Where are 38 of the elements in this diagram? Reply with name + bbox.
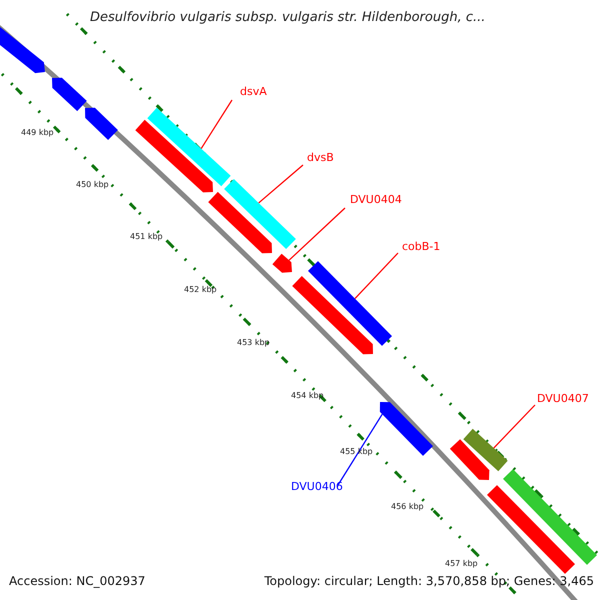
genome-info-text: Topology: circular; Length: 3,570,858 bp; Genes: 3,465 (264, 575, 595, 587)
scale-label: 452 kbp (184, 286, 217, 294)
gene-feature (208, 192, 272, 254)
scale-label: 454 kbp (291, 392, 324, 400)
scale-label: 453 kbp (237, 339, 270, 347)
scale-label: 450 kbp (76, 181, 109, 189)
title: Desulfovibrio vulgaris subsp. vulgaris str. Hildenborough, c... (90, 11, 486, 24)
leader-line (338, 414, 383, 486)
gene-feature (85, 108, 118, 140)
gene-label: DVU0406 (291, 481, 343, 492)
gene-feature (292, 276, 373, 354)
leader-line (493, 404, 536, 448)
gene-feature (380, 402, 433, 456)
leader-line (288, 208, 346, 261)
gene-feature (487, 485, 575, 574)
gene-label: DVU0404 (350, 194, 402, 205)
gene-feature (272, 254, 292, 273)
gene-label: dvsB (307, 152, 334, 163)
gene-label: DVU0407 (537, 393, 589, 404)
gene-feature (503, 469, 597, 565)
gene-feature (135, 120, 213, 192)
gene-feature (463, 428, 508, 472)
leader-line (200, 100, 232, 149)
scale-label: 451 kbp (130, 233, 163, 241)
scale-label: 455 kbp (340, 448, 373, 456)
accession-text: Accession: NC_002937 (9, 575, 146, 587)
gene-label: dsvA (240, 86, 267, 97)
gene-feature (52, 78, 87, 112)
gene-feature (450, 439, 490, 480)
gene-feature (308, 261, 392, 346)
gene-feature (147, 108, 231, 186)
gene-feature (224, 179, 296, 249)
leader-line (354, 252, 398, 299)
scale-label: 449 kbp (21, 129, 54, 137)
leader-line (258, 164, 304, 204)
gene-label: cobB-1 (402, 241, 440, 252)
scale-label: 457 kbp (445, 560, 478, 568)
scale-label: 456 kbp (391, 503, 424, 511)
